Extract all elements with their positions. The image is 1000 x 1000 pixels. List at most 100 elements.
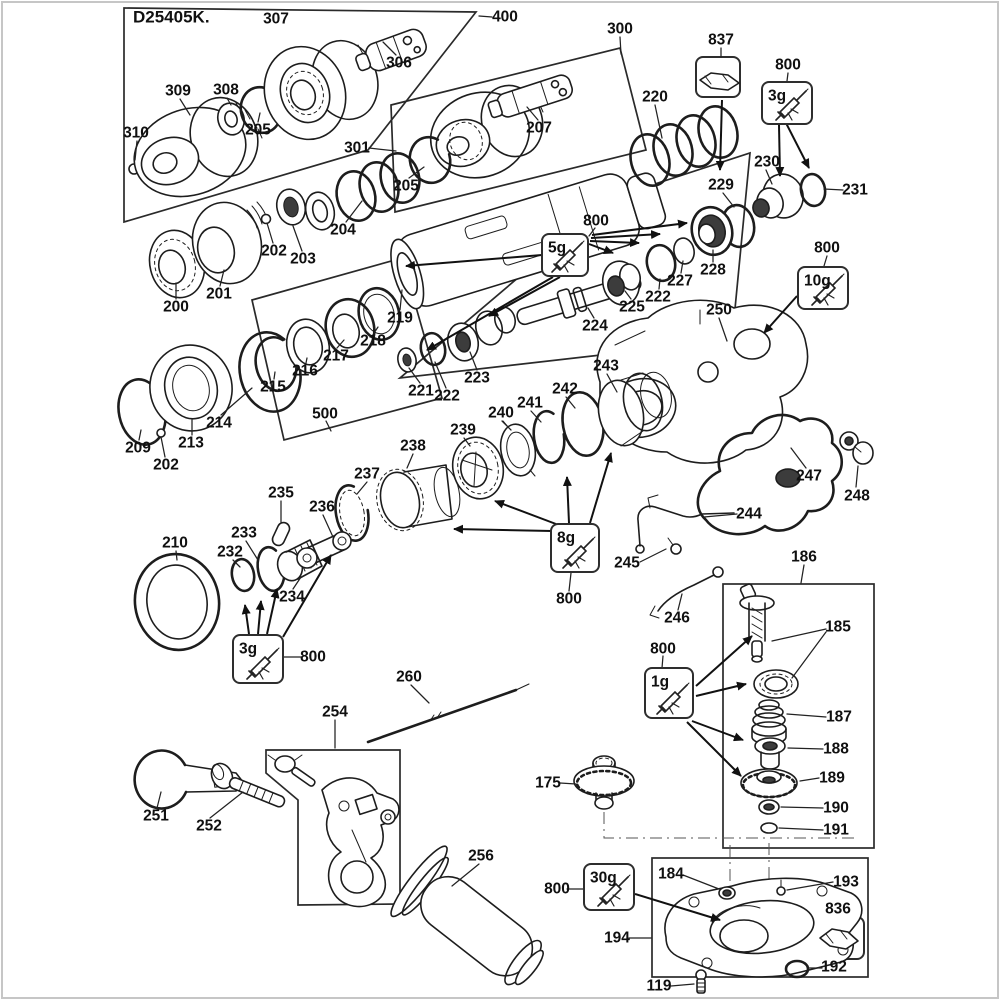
part-248-drawing (839, 431, 874, 465)
part-label-254: 254 (322, 704, 348, 721)
part-label-310: 310 (123, 125, 149, 142)
part-label-306: 306 (386, 55, 412, 72)
part-230-drawing (752, 173, 804, 219)
model-label: D25405K. (133, 8, 210, 27)
part-label-219: 219 (387, 310, 413, 327)
part-203-drawing (275, 188, 307, 226)
part-836-clip-drawing (819, 928, 859, 950)
part-label-300: 300 (607, 21, 633, 38)
grease-ref-label: 800 (650, 641, 676, 658)
part-label-235: 235 (268, 485, 294, 502)
part-label-837: 837 (708, 32, 734, 49)
part-label-243: 243 (593, 358, 619, 375)
part-label-236: 236 (309, 499, 335, 516)
part-236-conrod-drawing (296, 531, 352, 569)
part-194-cover-drawing (664, 877, 863, 978)
part-label-225: 225 (619, 299, 645, 316)
part-label-241: 241 (517, 395, 543, 412)
part-label-213: 213 (178, 435, 204, 452)
centerline-axes (603, 812, 856, 897)
part-252-bolt-drawing (210, 762, 286, 808)
part-191-drawing (760, 822, 778, 834)
part-185-bearing-drawing (753, 669, 799, 699)
part-label-175: 175 (535, 775, 561, 792)
part-200-drawing (148, 229, 206, 299)
part-190-drawing (758, 799, 780, 815)
part-245-drawing (667, 537, 682, 555)
part-label-232: 232 (217, 544, 243, 561)
part-260-rod-drawing (366, 683, 530, 744)
part-label-400: 400 (492, 9, 518, 26)
part-label-309: 309 (165, 83, 191, 100)
part-label-188: 188 (823, 741, 849, 758)
grease-ref-label: 800 (814, 240, 840, 257)
part-218-drawing (357, 286, 401, 342)
part-label-228: 228 (700, 262, 726, 279)
part-label-260: 260 (396, 669, 422, 686)
grease-amount-label: 3g (239, 641, 257, 658)
part-label-207: 207 (526, 120, 552, 137)
part-231-drawing (799, 172, 827, 208)
part-247-gasket-drawing (696, 413, 844, 536)
grease-box (761, 81, 813, 125)
grease-ref-label: 800 (556, 591, 582, 608)
part-label-500: 500 (312, 406, 338, 423)
part-256-handle-drawing (390, 845, 544, 986)
part-235-pin-drawing (271, 521, 291, 547)
part-210-drawing (133, 552, 221, 652)
grease-amount-label: 1g (651, 674, 669, 691)
grease-ref-label: 800 (544, 881, 570, 898)
part-label-215: 215 (260, 379, 286, 396)
part-label-308: 308 (213, 82, 239, 99)
part-label-222: 222 (645, 289, 671, 306)
grease-arrows (241, 99, 810, 922)
part-label-201: 201 (206, 286, 232, 303)
part-220-spring-drawing (629, 105, 739, 187)
grease-amount-label: 30g (590, 870, 617, 887)
part-label-189: 189 (819, 770, 845, 787)
part-label-186: 186 (791, 549, 817, 566)
part-label-218: 218 (360, 333, 386, 350)
part-label-248: 248 (844, 488, 870, 505)
part-label-221: 221 (408, 383, 434, 400)
part-label-194: 194 (604, 930, 630, 947)
part-223-drawing (446, 306, 516, 362)
box-300 (390, 46, 648, 214)
part-217-drawing (324, 297, 376, 359)
part-label-191: 191 (823, 822, 849, 839)
part-232-drawing (230, 557, 256, 593)
grease-callout-1g-5: 1g 800 (644, 641, 694, 719)
part-175-gear-drawing (573, 755, 635, 810)
part-label-307: 307 (263, 11, 289, 28)
box-400 (123, 7, 478, 224)
part-219-barrel-drawing (390, 172, 667, 310)
part-label-202: 202 (153, 457, 179, 474)
part-label-229: 229 (708, 177, 734, 194)
part-238-drawing (376, 464, 461, 532)
part-187-spring-drawing (751, 699, 787, 745)
grease-callout-3g-4: 3g 800 (232, 634, 326, 684)
part-label-217: 217 (323, 348, 349, 365)
grease-ref-label: 800 (300, 649, 326, 666)
part-label-209: 209 (125, 440, 151, 457)
part-label-216: 216 (292, 363, 318, 380)
part-189-gear-drawing (740, 768, 798, 799)
part-label-184: 184 (658, 866, 684, 883)
part-222-oring2-drawing (645, 243, 677, 283)
part-309-drawing (133, 96, 263, 198)
part-246-lever-drawing (649, 566, 724, 619)
part-202-screw-drawing (260, 213, 272, 225)
part-label-187: 187 (826, 709, 852, 726)
part-label-246: 246 (664, 610, 690, 627)
grease-amount-label: 10g (804, 273, 831, 290)
part-837-clip-drawing (699, 72, 740, 91)
part-label-251: 251 (143, 808, 169, 825)
part-label-193: 193 (833, 874, 859, 891)
